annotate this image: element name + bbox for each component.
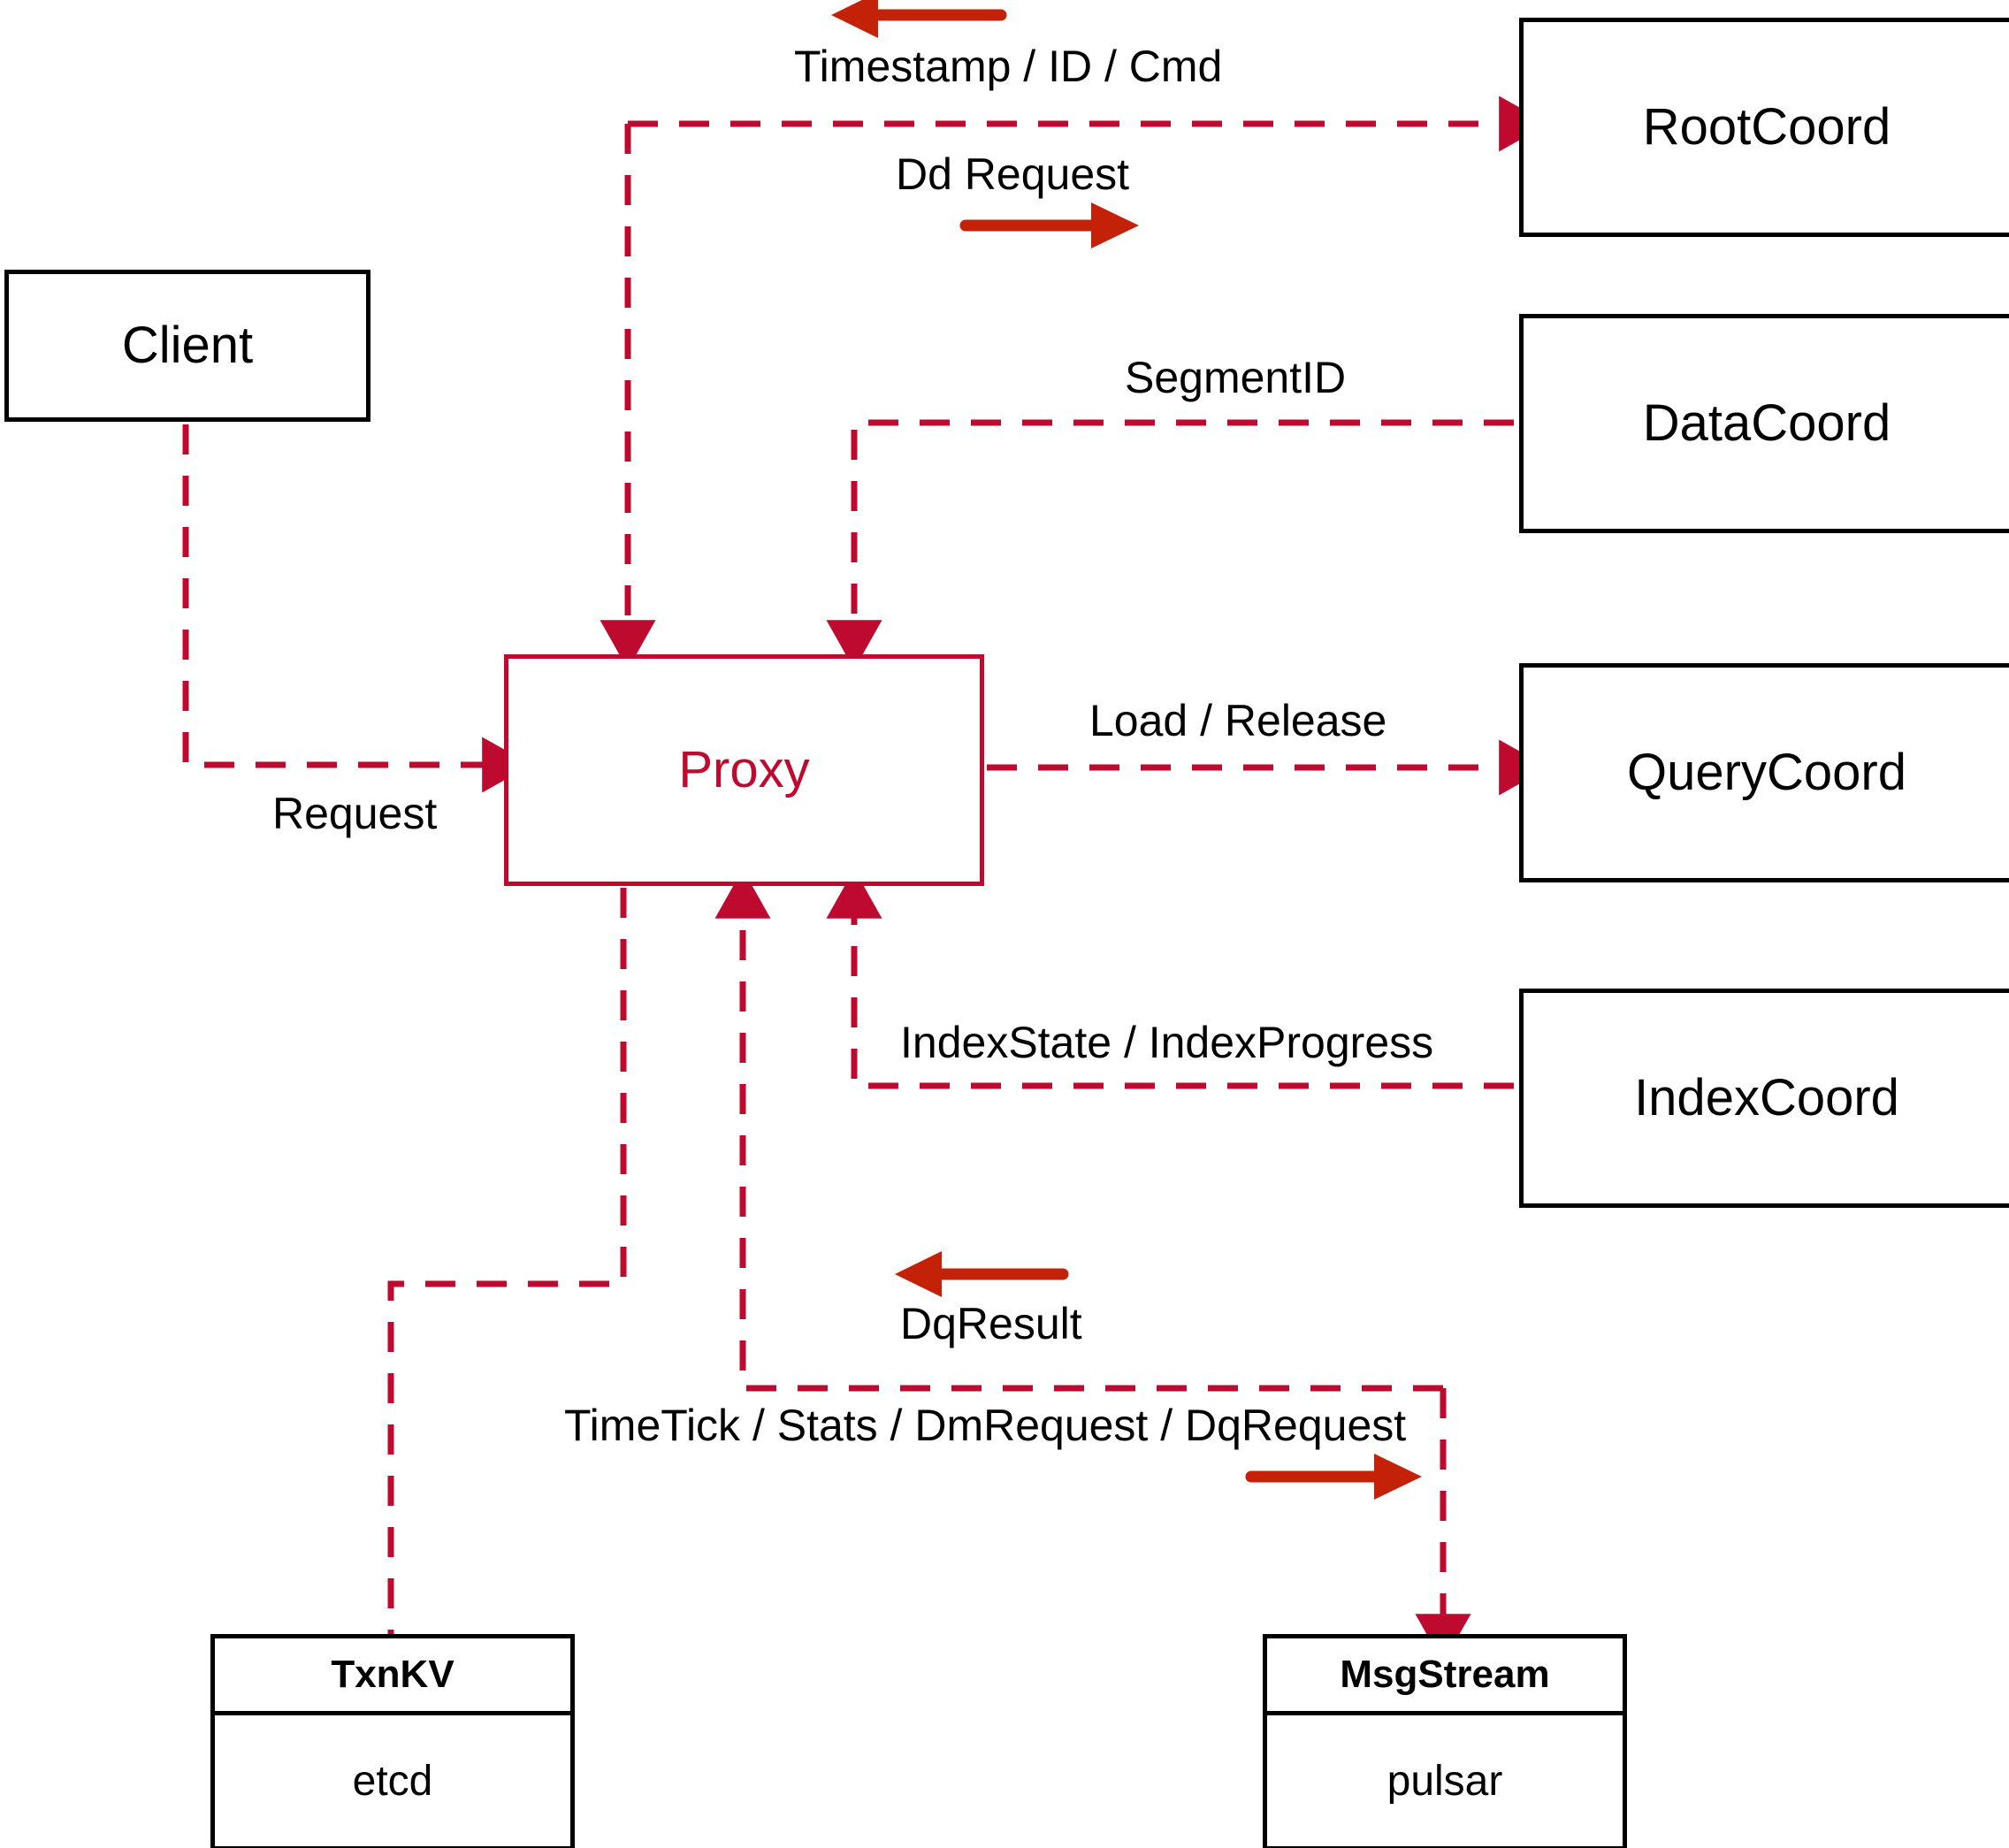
wire-proxy-to-txnkv	[387, 888, 627, 1634]
node-txnkv-body: etcd	[352, 1757, 433, 1805]
node-msgstream-body: pulsar	[1386, 1757, 1503, 1805]
node-rootcoord-label: RootCoord	[1642, 98, 1891, 157]
node-client[interactable]: Client	[4, 270, 370, 422]
edge-label-segment-id: SegmentID	[1125, 353, 1347, 402]
node-msgstream-header: MsgStream	[1267, 1638, 1623, 1715]
node-querycoord-label: QueryCoord	[1627, 744, 1906, 802]
direction-arrow-dq-result	[895, 1251, 1069, 1297]
node-rootcoord[interactable]: RootCoord	[1519, 18, 2009, 237]
node-datacoord[interactable]: DataCoord	[1519, 314, 2009, 533]
edge-label-timetick-stats-dm-dq: TimeTick / Stats / DmRequest / DqRequest	[564, 1401, 1407, 1450]
wire-client-to-proxy	[182, 424, 532, 793]
edge-label-load-release: Load / Release	[1089, 696, 1387, 745]
node-indexcoord[interactable]: IndexCoord	[1519, 989, 2009, 1208]
node-querycoord[interactable]: QueryCoord	[1519, 663, 2009, 882]
node-indexcoord-label: IndexCoord	[1634, 1069, 1899, 1127]
node-client-label: Client	[121, 317, 254, 375]
node-txnkv[interactable]: TxnKV etcd	[210, 1634, 575, 1848]
edge-label-dq-result: DqResult	[900, 1299, 1082, 1348]
direction-arrow-timestamp-id-cmd	[831, 0, 1007, 38]
direction-arrow-dd-request	[959, 202, 1139, 248]
direction-arrow-timetick-stats	[1245, 1454, 1422, 1500]
node-proxy[interactable]: Proxy	[504, 654, 984, 886]
node-proxy-label: Proxy	[678, 741, 810, 799]
node-datacoord-label: DataCoord	[1642, 394, 1891, 453]
wire-indexcoord-to-proxy	[826, 868, 1514, 1089]
wire-datacoord-to-proxy	[826, 419, 1514, 670]
edge-label-request: Request	[272, 789, 438, 838]
edge-label-dd-request: Dd Request	[896, 149, 1130, 199]
edge-label-index-state-progress: IndexState / IndexProgress	[900, 1018, 1434, 1067]
edge-label-timestamp-id-cmd: Timestamp / ID / Cmd	[794, 42, 1223, 91]
node-txnkv-header: TxnKV	[215, 1638, 570, 1715]
wire-msgstream-to-proxy	[714, 868, 1443, 1392]
node-msgstream[interactable]: MsgStream pulsar	[1263, 1634, 1627, 1848]
